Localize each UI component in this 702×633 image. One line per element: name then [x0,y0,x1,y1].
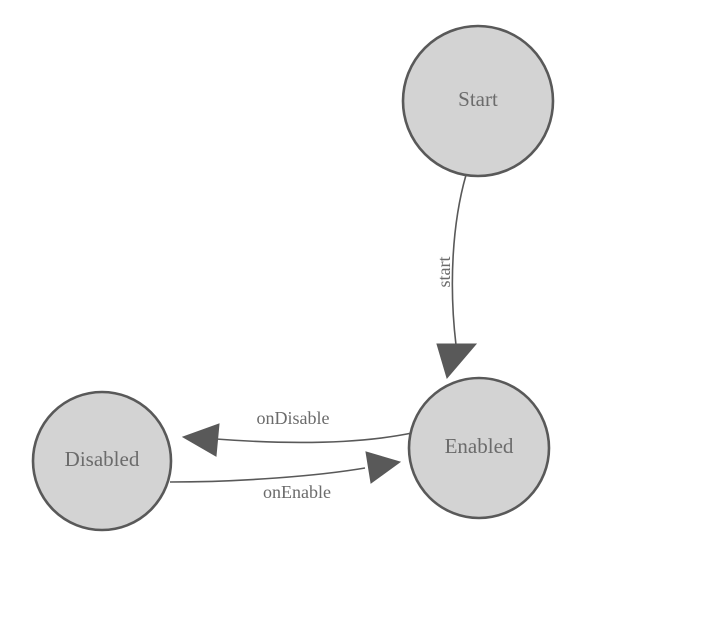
edge-disabled-to-enabled-arrowhead [365,451,402,484]
edge-start-to-enabled-arrowhead [436,343,478,380]
node-disabled-label: Disabled [65,447,140,471]
edge-enabled-to-disabled-arrowhead [181,423,220,457]
node-enabled-circle [407,376,551,520]
edge-start-to-enabled-label: start [434,257,454,288]
node-disabled-circle [31,390,173,532]
node-start-label: Start [458,87,498,111]
edge-start-to-enabled[interactable]: start [434,174,478,380]
edge-enabled-to-disabled-label: onDisable [257,408,330,428]
node-start-circle [401,24,555,178]
edge-enabled-to-disabled-path [215,432,413,444]
node-enabled[interactable]: Enabled [407,376,551,520]
edge-start-to-enabled-path [451,174,467,346]
node-start[interactable]: Start [401,24,555,178]
edge-disabled-to-enabled-label: onEnable [263,482,331,502]
edge-enabled-to-disabled[interactable]: onDisable [181,408,413,457]
node-enabled-label: Enabled [445,434,514,458]
node-disabled[interactable]: Disabled [31,390,173,532]
edge-disabled-to-enabled-path [169,467,366,483]
edge-disabled-to-enabled[interactable]: onEnable [169,451,402,502]
